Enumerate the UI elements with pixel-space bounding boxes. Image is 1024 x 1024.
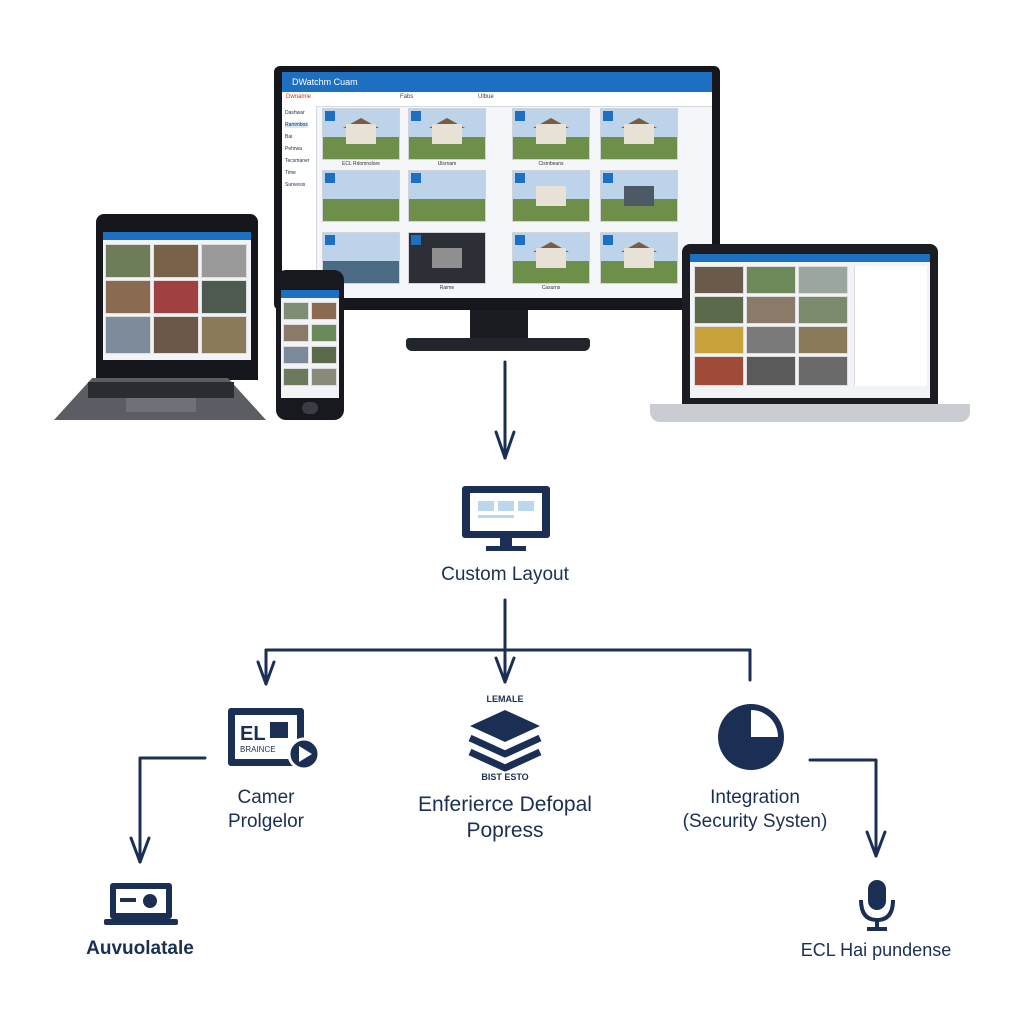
microphone-icon [859,880,895,931]
tile-caption: Casurns [541,285,561,291]
middle-node-line2: Popress [466,819,544,842]
camera-tile[interactable] [408,232,486,284]
tile-caption: Cismbeans [538,161,564,167]
toolbar-item[interactable]: Dwnamle [286,94,312,100]
right-node-line1: Integration [710,787,800,808]
keyboard [88,382,234,398]
right-node-label: Integration (Security Systen) [660,786,850,834]
right-laptop-screen [690,254,930,398]
camera-icon-text: EL [240,723,266,745]
tile-caption: Ulsrnam [437,161,457,167]
toolbar-item[interactable]: Fabs [400,94,414,100]
camera-icon-subtext: BRAINCE [240,745,276,754]
camera-tile[interactable] [408,170,486,222]
right-node-line2: (Security Systen) [682,811,828,832]
app-titlebar [103,232,251,240]
app-sidebar: Dashwar Rammbos Bai Pehrwa Tecsmaner Tim… [282,106,317,298]
camera-tile[interactable] [600,232,678,284]
laptop-book-icon [104,883,178,925]
center-node-label: Custom Layout [441,564,569,585]
camera-tile[interactable] [322,108,400,160]
tile-caption: ECL Rdomnslore [342,161,380,167]
sidebar-item[interactable]: Time [285,170,296,176]
app-titlebar: DWatchm Cuam [282,72,712,92]
sidebar-item[interactable]: Dashwar [285,110,305,116]
right-laptop-base [650,404,970,422]
monitor-base [406,338,590,351]
stack-icon-top-text: LEMALE [486,694,524,704]
camera-tile[interactable] [512,108,590,160]
trackpad [126,398,196,412]
sidebar-item[interactable]: Bai [285,134,293,140]
middle-node-line1: Enferierce Defopal [418,793,592,816]
toolbar-item[interactable]: Ulbue [478,94,494,100]
left-node-line2: Prolgelor [227,811,305,832]
sidebar-item[interactable]: Sunvesis [285,182,306,188]
left-leaf-label: Auvuolatale [86,938,194,959]
camera-tile[interactable] [512,170,590,222]
camera-tile[interactable] [600,108,678,160]
app-toolbar: Dwnamle Fabs Ulbue [282,92,712,107]
monitor-icon [462,486,550,551]
tile-caption: Raime [439,285,455,291]
camera-player-icon: EL BRAINCE [228,708,321,771]
app-title: DWatchm Cuam [292,77,358,87]
sidebar-item[interactable]: Pehrwa [285,146,302,152]
phone-screen [281,290,339,398]
left-laptop-screen [103,232,251,360]
left-node-line1: Camer [237,787,295,808]
sidebar-item[interactable]: Tecsmaner [285,158,310,164]
pie-chart-icon [718,704,784,770]
camera-tile[interactable] [600,170,678,222]
stack-icon-bottom-text: BIST ESTO [481,772,529,782]
camera-tile[interactable] [408,108,486,160]
camera-tile[interactable] [512,232,590,284]
middle-node-label: Enferierce Defopal Popress [380,792,630,844]
monitor-stand [470,310,528,340]
sidebar-item[interactable]: Rammbos [285,122,308,128]
left-node-label: Camer Prolgelor [186,786,346,834]
camera-tile[interactable] [322,170,400,222]
monitor-screen: DWatchm Cuam Dwnamle Fabs Ulbue Dashwar … [282,72,712,298]
right-leaf-label: ECL Hai pundense [800,940,952,960]
layers-icon [468,710,542,772]
phone-home-button [302,402,318,414]
